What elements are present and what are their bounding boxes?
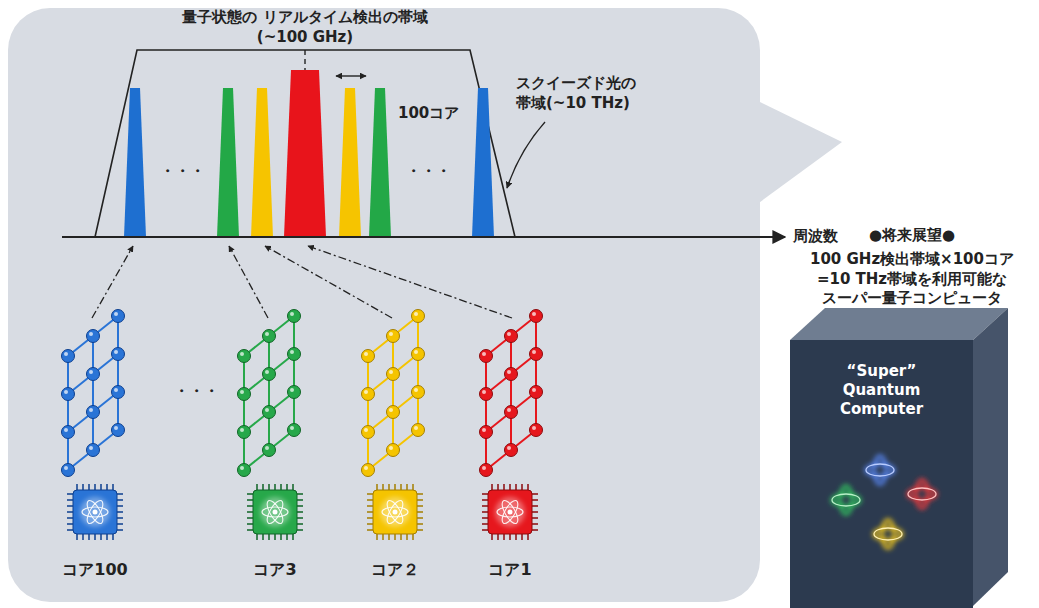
axis-label: 周波数 [793, 227, 838, 247]
ellipsis: ・・・ [174, 382, 219, 402]
frequency-peaks [124, 70, 494, 237]
super-quantum-computer: “Super” Quantum Computer [790, 340, 973, 450]
outlook-heading: ●将来展望● [802, 226, 1022, 246]
core-count: 100コア [398, 104, 459, 124]
node-label: “Super” Quantum Computer [832, 362, 932, 418]
mapping-arrows [92, 246, 512, 318]
spacing-arrow [336, 75, 366, 76]
ellipsis: ・・・ [160, 162, 205, 182]
core-chip: コア100 [51, 488, 139, 588]
core-chips [67, 484, 538, 540]
super-computer-box [790, 308, 1008, 608]
core-chip: コア1 [466, 488, 554, 588]
ellipsis: ・・・ [406, 162, 451, 182]
node-label: コア100 [51, 560, 139, 580]
squeezed-band-outline [95, 50, 515, 237]
node-label: コア２ [351, 560, 439, 580]
frequency-axis [62, 236, 785, 238]
core-chip: コア3 [231, 488, 319, 588]
outlook-text: 100 GHz検出帯域×100コア =10 THz帯域を利用可能な スーパー量子… [801, 250, 1023, 309]
core-chip: コア２ [351, 488, 439, 588]
node-label: コア3 [231, 560, 319, 580]
squeezed-band-label: スクイーズド光の 帯域(~10 THz) [516, 74, 652, 113]
band-pointer-arrow [507, 122, 545, 188]
detection-band-title: 量子状態の リアルタイム検出の帯域(~100 GHz) [160, 8, 450, 47]
node-label: コア1 [466, 560, 554, 580]
bubble-panel [8, 8, 842, 602]
cluster-state-lattices [62, 310, 543, 477]
